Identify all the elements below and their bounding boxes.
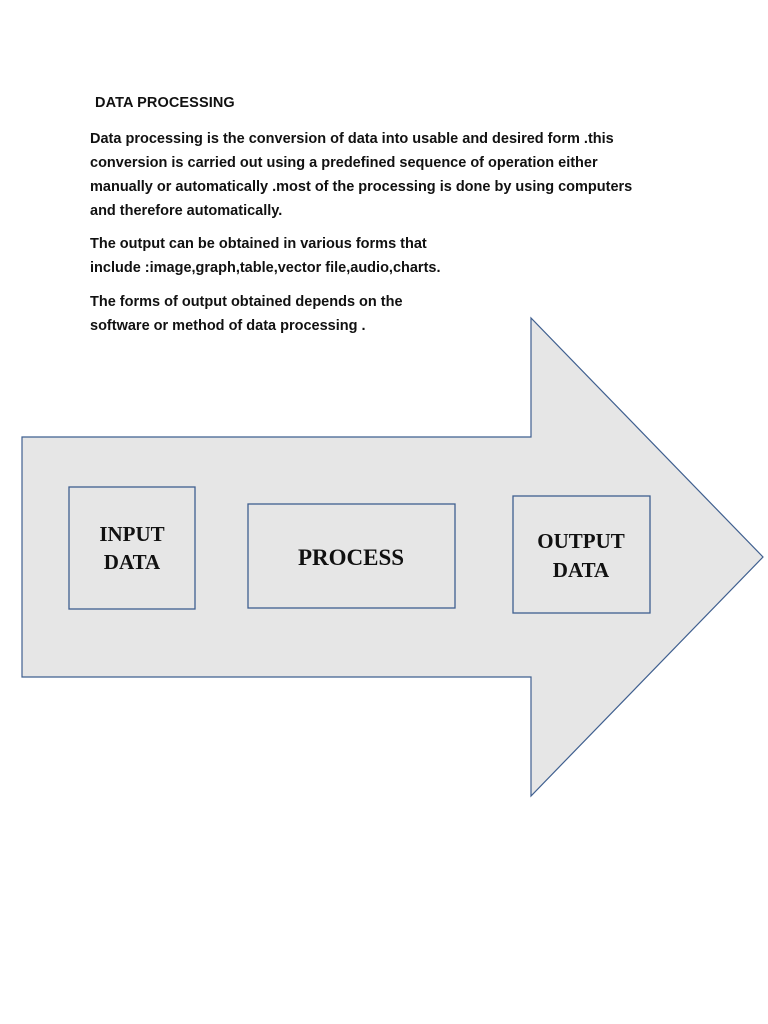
process-box-label: PROCESS — [298, 545, 404, 570]
output-data-box: OUTPUT DATA — [512, 495, 651, 614]
output-box-label-line2: DATA — [553, 558, 610, 582]
document-heading: DATA PROCESSING — [95, 95, 235, 111]
paragraph-output-forms: The output can be obtained in various fo… — [90, 236, 441, 276]
paragraph-definition: Data processing is the conversion of dat… — [90, 131, 633, 219]
input-data-box: INPUT DATA — [68, 486, 196, 610]
paragraph-output-dependency: The forms of output obtained depends on … — [90, 294, 403, 334]
process-box: PROCESS — [247, 503, 456, 609]
input-box-label-line1: INPUT — [99, 522, 164, 546]
input-box-label-line2: DATA — [104, 550, 161, 574]
output-box-label-line1: OUTPUT — [537, 529, 625, 553]
